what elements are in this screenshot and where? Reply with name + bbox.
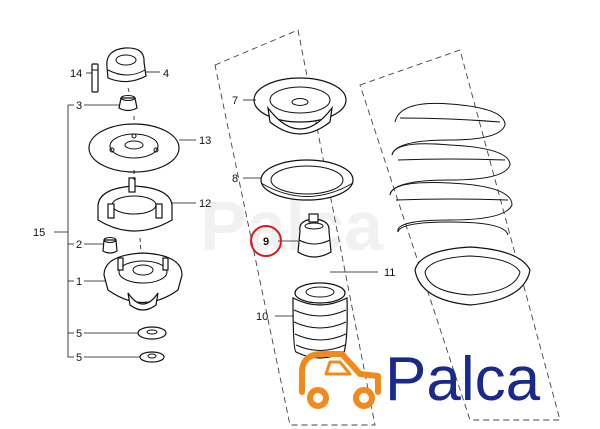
part-14-stud: [91, 63, 99, 93]
part-1-bearing-housing: [103, 252, 183, 311]
callout-12: 12: [199, 198, 211, 210]
callout-15: 15: [33, 227, 45, 239]
part-4-dust-cap: [106, 47, 147, 83]
palca-logo: Palca: [299, 345, 541, 414]
callout-14: 14: [70, 68, 82, 80]
highlight-circle-9: [250, 225, 282, 257]
callout-4: 4: [163, 68, 169, 80]
part-12-strut-mount: [97, 177, 173, 232]
part-5-washer-lower: [139, 351, 165, 363]
callout-5-lower: 5: [76, 352, 82, 364]
part-11-lower-pad: [414, 246, 531, 306]
part-5-washer-upper: [137, 326, 167, 340]
callout-11: 11: [384, 267, 395, 279]
callout-10: 10: [256, 311, 268, 323]
truck-icon: [299, 351, 381, 409]
part-2-nut: [102, 237, 118, 254]
part-3-nut: [118, 95, 138, 112]
callout-5-upper: 5: [76, 328, 82, 340]
callout-9: 9: [263, 236, 269, 248]
centerline-left: [127, 87, 142, 253]
part-10-bellows: [292, 282, 348, 359]
callout-13: 13: [199, 135, 211, 147]
callout-2: 2: [76, 239, 82, 251]
part-11-coil-spring: [389, 102, 513, 236]
callout-1: 1: [76, 276, 82, 288]
logo-wordmark: Palca: [385, 345, 541, 414]
part-7-spring-seat: [253, 77, 347, 135]
group-outline-right: [359, 49, 561, 421]
bracket-15: [54, 104, 74, 358]
part-9-bump-stop: [297, 213, 332, 258]
group-outline-middle: [214, 29, 376, 426]
part-13-plate: [88, 123, 180, 173]
callout-7: 7: [232, 95, 238, 107]
callout-8: 8: [232, 173, 238, 185]
callout-3: 3: [76, 100, 82, 112]
part-8-spring-pad: [260, 159, 354, 201]
watermark: Palca: [200, 187, 384, 265]
